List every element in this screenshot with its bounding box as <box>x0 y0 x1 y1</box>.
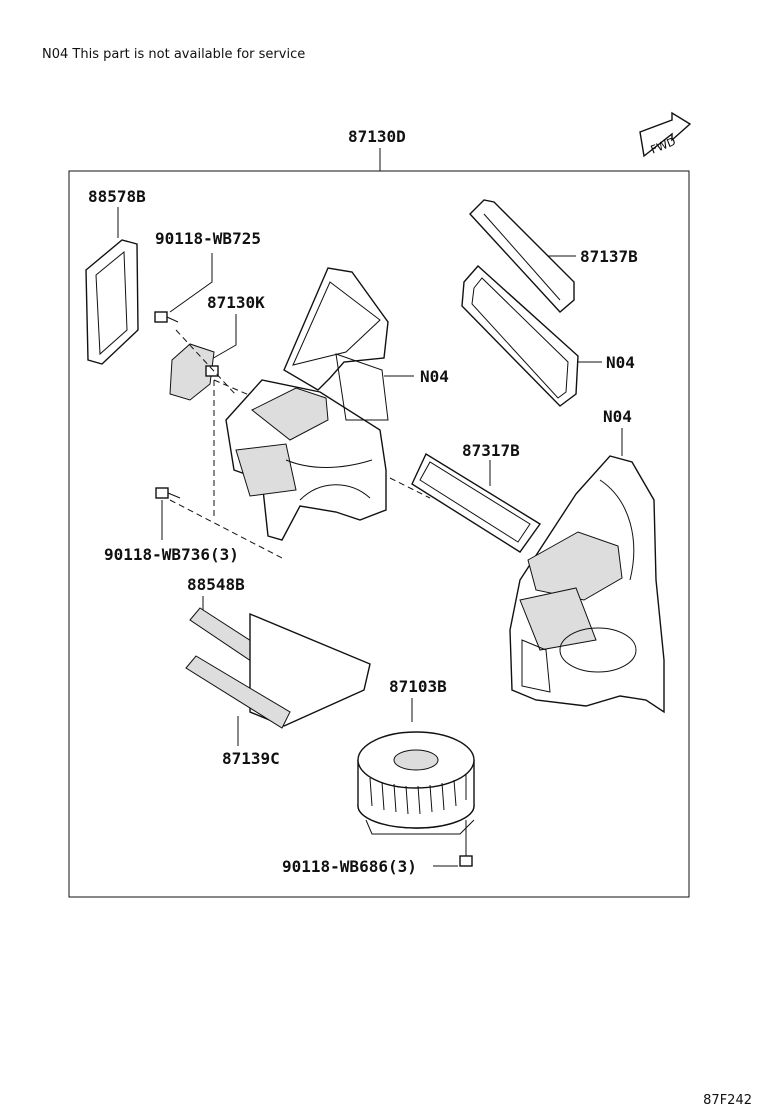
label-90118-WB725: 90118-WB725 <box>155 229 261 248</box>
upper-housing <box>225 267 389 541</box>
screw-wb686-icon <box>459 846 473 867</box>
guide-line <box>389 477 431 499</box>
label-88578B: 88578B <box>88 187 146 206</box>
blower-motor-87103B <box>357 731 475 835</box>
assembly-frame <box>68 170 690 898</box>
guide-line <box>175 329 237 396</box>
label-87103B: 87103B <box>389 677 447 696</box>
diagram-code: 87F242 <box>703 1093 752 1108</box>
label-88548B: 88548B <box>187 575 245 594</box>
note-text: N04 This part is not available for servi… <box>42 47 306 62</box>
label-87130K: 87130K <box>207 293 265 312</box>
blower-housing-N04 <box>509 455 665 714</box>
label-87317B: 87317B <box>462 441 520 460</box>
filter-87317B <box>411 452 542 553</box>
actuator-87130K <box>169 343 219 401</box>
guide-line <box>169 499 283 559</box>
label-90118-WB686: 90118-WB686(3) <box>282 857 417 876</box>
fwd-arrow-icon: FWD <box>639 111 692 158</box>
leader-87130K <box>209 314 237 361</box>
seal-frame-N04 <box>461 265 579 407</box>
filter-frame-88548B <box>185 607 371 729</box>
label-87130D: 87130D <box>348 127 406 146</box>
gasket-88578B <box>85 239 139 365</box>
label-90118-WB736: 90118-WB736(3) <box>104 545 239 564</box>
screw-wb725-icon <box>154 311 179 323</box>
label-N04-c: N04 <box>603 407 632 426</box>
label-87137B: 87137B <box>580 247 638 266</box>
leader-90118-WB725 <box>169 253 213 313</box>
label-87139C: 87139C <box>222 749 280 768</box>
label-N04-a: N04 <box>420 367 449 386</box>
cover-87137B <box>469 199 575 313</box>
screw-wb736-icon <box>155 487 181 499</box>
label-N04-b: N04 <box>606 353 635 372</box>
